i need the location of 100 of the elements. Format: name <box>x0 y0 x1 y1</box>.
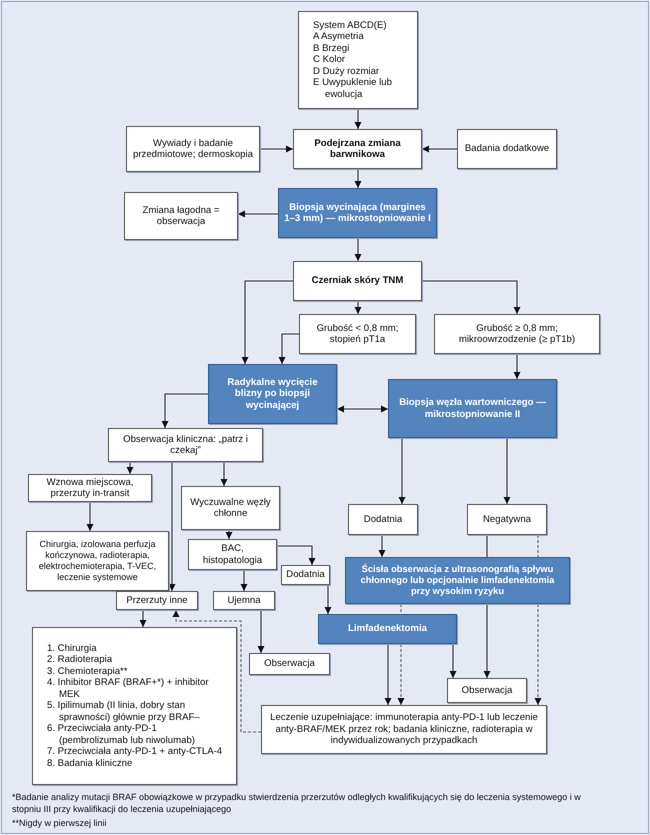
process-box <box>293 261 422 301</box>
process-box <box>26 531 169 591</box>
arrow <box>422 280 520 314</box>
box-text: Leczenie uzupełniające: immunoterapia anty-PD-1 lub leczenie anty-BRAF/MEK przez rok; badania kliniczne, radioterapia w indywidualizowanych przypadkach <box>269 712 539 747</box>
arrow <box>226 530 232 539</box>
box-text: Czerniak skóry TNM <box>312 275 404 287</box>
box-text: Obserwacja <box>462 684 512 696</box>
list-item: B Brzegi <box>313 42 350 54</box>
box-text: Przerzuty inne <box>126 594 188 606</box>
list-item: 7. Przeciwciała anty-PD-1 + anty-CTLA-4 <box>47 746 222 758</box>
arrow <box>398 438 406 504</box>
dashed-arrow <box>534 604 542 705</box>
process-box <box>188 539 277 570</box>
process-box <box>116 591 198 610</box>
list-item: 8. Badania kliniczne <box>47 758 132 770</box>
process-box <box>434 314 600 354</box>
arrow <box>337 406 388 412</box>
dashed-arrow <box>398 644 404 705</box>
box-text: Zmiana łagodna = obserwacja <box>141 204 221 228</box>
box-text: Radykalne wycięcie blizny po biopsji wycinającej <box>226 376 319 412</box>
list-item: C Kolor <box>313 54 346 66</box>
step-box <box>278 188 437 238</box>
box-text: Grubość ≥ 0,8 mm; mikroowrzodzenie (≥ pT1b) <box>458 322 576 346</box>
process-box <box>467 504 547 535</box>
list-item: A Asymetria <box>313 31 365 43</box>
list-item: 1. Chirurgia <box>47 642 98 654</box>
box-text: Obserwacja <box>264 658 315 670</box>
process-box <box>124 192 238 240</box>
box-text: Dodatnia <box>364 514 402 526</box>
step-box <box>208 364 337 424</box>
step-box <box>345 557 570 604</box>
process-box <box>108 428 263 462</box>
arrow <box>277 545 316 565</box>
box-text: Limfadenektomia <box>348 623 427 635</box>
step-box <box>388 379 557 438</box>
box-text: Badania dodatkowe <box>464 143 550 155</box>
list-item: 5. Ipilimumab (II linia, dobry stan sprawności) głównie przy BRAF– <box>47 700 201 724</box>
box-text: Obserwacja kliniczna: „patrz i czekaj” <box>122 434 249 456</box>
arrow <box>384 644 392 705</box>
box-text: Podejrzana zmiana barwnikowa <box>313 138 402 160</box>
list-item: 2. Radioterapia <box>47 654 114 666</box>
arrow <box>354 169 362 188</box>
arrow <box>378 535 386 557</box>
arrow <box>278 333 299 364</box>
box-text: Chirurgia, izolowana perfuzja kończynowa, radioterapia, elektrochemioterapia, T-VEC, leczenie systemowe <box>38 539 158 583</box>
process-box <box>126 126 260 172</box>
arrow <box>450 644 456 678</box>
arrow <box>354 301 362 314</box>
arrow <box>242 280 293 364</box>
box-text: Grubość < 0,8 mm; stopień pT1a <box>316 322 400 346</box>
process-box <box>457 129 557 169</box>
arrow <box>354 109 362 129</box>
list-item: D Duży rozmiar <box>313 66 380 78</box>
list-item: E Uwypuklenie lub ewolucja <box>313 77 393 100</box>
arrow <box>504 438 510 504</box>
box-text: BAC, histopatologia <box>202 543 264 566</box>
process-box <box>32 627 237 785</box>
step-box <box>318 614 457 644</box>
process-box <box>298 11 418 109</box>
arrow <box>220 462 228 486</box>
arrow <box>126 462 134 474</box>
arrow <box>162 393 208 428</box>
arrow <box>168 462 176 591</box>
list-item: 4. Inhibitor BRAF (BRAF+*) + inhibitor MEK <box>47 677 210 700</box>
process-box <box>181 486 280 530</box>
arrow <box>260 146 293 152</box>
dashed-arrow <box>172 610 261 733</box>
process-box <box>261 705 547 754</box>
arrow <box>240 570 248 591</box>
box-text: Negatywna <box>483 514 531 526</box>
box-text: Ujemna <box>227 594 261 606</box>
arrow <box>354 238 362 261</box>
arrow <box>140 610 146 627</box>
process-box <box>348 504 418 535</box>
arrow <box>238 210 278 218</box>
process-box <box>28 474 152 502</box>
footnote: **Nigdy w pierwszej linii <box>12 817 108 830</box>
box-text: Wznowa miejscowa, przerzuty in-transit <box>46 476 134 500</box>
box-text: Biopsja wycinająca (margines 1–3 mm) — mikrostopniowanie I <box>283 202 432 224</box>
process-box <box>213 591 275 610</box>
arrow <box>514 354 520 379</box>
process-box <box>281 565 330 585</box>
arrow <box>258 610 264 653</box>
list-item: 6. Przeciwciała anty-PD-1 (pembrolizumab lub niwolumab) <box>47 723 196 746</box>
arrow <box>324 585 332 614</box>
box-text: Wyczuwalne węzły chłonne <box>189 496 272 520</box>
arrow <box>422 146 457 152</box>
list-item: System ABCD(E) <box>313 20 387 32</box>
arrow <box>484 604 490 678</box>
footnote: *Badanie analizy mutacji BRAF obowiązkowe w przypadku stwierdzenia przerzutów odległych kwalifikujących się do leczenia systemowego i w stopniu III przy kwalifikacji do leczenia uzupełniającego <box>12 791 582 816</box>
list-item: 3. Chemioterapia** <box>47 666 129 678</box>
box-text: Biopsja węzła wartowniczego — mikrostopniowanie II <box>398 397 547 420</box>
process-box <box>447 678 527 703</box>
box-text: Ścisła obserwacja z ultrasonografią spływu chłonnego lub opcjonalnie limfadenektomia przy wysokim ryzyku <box>360 564 556 598</box>
box-text: Wywiady i badanie przedmiotowe; dermoskopia <box>132 138 254 160</box>
process-box <box>249 653 330 675</box>
process-box <box>293 129 422 169</box>
box-text: Dodatnia <box>286 569 325 581</box>
process-box <box>299 314 416 354</box>
arrow <box>86 502 94 531</box>
